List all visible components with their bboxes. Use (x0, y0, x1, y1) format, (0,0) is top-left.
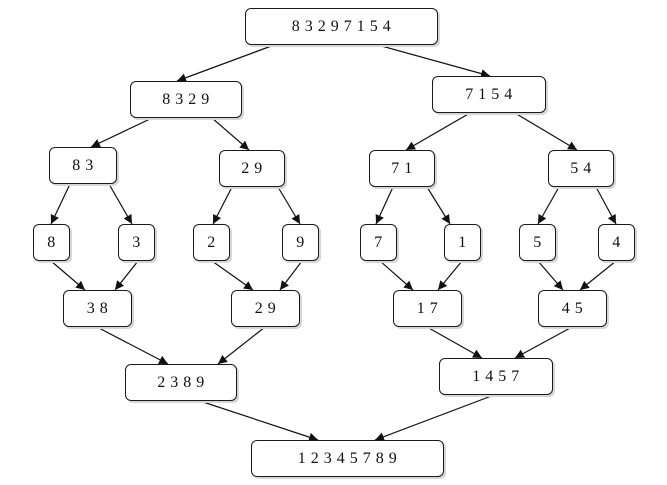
node-merged-38: 3 8 (63, 290, 132, 327)
arrow-right-half-to-pair-71 (405, 112, 471, 151)
arrow-root-to-left-half (176, 44, 275, 83)
arrow-merged-2389-to-final (199, 400, 319, 442)
node-merged-1457: 1 4 5 7 (439, 358, 553, 395)
arrow-pair-83-to-leaf-8 (50, 183, 71, 225)
node-leaf-2: 2 (193, 224, 230, 261)
arrow-pair-29-to-leaf-2 (212, 186, 233, 225)
node-leaf-9: 9 (282, 224, 319, 261)
arrow-merged-29-to-merged-2389 (217, 326, 266, 365)
arrow-left-half-to-pair-29 (211, 117, 250, 151)
arrow-pair-71-to-leaf-7 (375, 186, 394, 225)
arrow-pair-83-to-leaf-3 (108, 183, 133, 225)
arrow-leaf-4-to-merged-45 (579, 260, 617, 291)
node-leaf-8: 8 (33, 224, 70, 261)
node-root: 8 3 2 9 7 1 5 4 (245, 8, 438, 45)
arrow-leaf-1-to-merged-17 (437, 260, 463, 291)
arrow-pair-29-to-leaf-9 (277, 186, 301, 225)
node-merged-2389: 2 3 8 9 (125, 364, 237, 401)
arrow-pair-54-to-leaf-5 (537, 186, 560, 225)
node-left-right-pair: 2 9 (219, 150, 285, 187)
arrow-right-half-to-pair-54 (514, 112, 578, 151)
node-final-sorted: 1 2 3 4 5 7 8 9 (251, 440, 444, 477)
node-leaf-4: 4 (598, 224, 635, 261)
arrow-left-half-to-pair-83 (90, 117, 153, 148)
arrow-merged-1457-to-final (374, 394, 495, 442)
node-right-right-pair: 5 4 (548, 150, 614, 187)
node-merged-45: 4 5 (538, 290, 607, 327)
arrow-leaf-3-to-merged-38 (114, 260, 139, 291)
arrow-pair-71-to-leaf-1 (426, 186, 451, 225)
node-right-left-pair: 7 1 (369, 150, 435, 187)
arrow-leaf-7-to-merged-17 (379, 260, 414, 291)
node-leaf-1: 1 (444, 224, 481, 261)
arrow-root-to-right-half (377, 44, 491, 78)
arrow-leaf-9-to-merged-29 (279, 260, 303, 291)
arrow-pair-54-to-leaf-4 (595, 186, 617, 225)
node-merged-17: 1 7 (393, 290, 462, 327)
arrow-merged-45-to-merged-1457 (514, 326, 573, 359)
arrow-merged-38-to-merged-2389 (96, 326, 169, 365)
node-leaf-3: 3 (118, 224, 155, 261)
arrow-leaf-5-to-merged-45 (537, 260, 564, 291)
node-left-half: 8 3 2 9 (130, 81, 242, 118)
arrow-merged-17-to-merged-1457 (426, 326, 483, 359)
node-right-half: 7 1 5 4 (432, 76, 546, 113)
node-leaf-5: 5 (519, 224, 556, 261)
node-left-left-pair: 8 3 (49, 147, 117, 184)
node-leaf-7: 7 (360, 224, 397, 261)
node-merged-29: 2 9 (231, 290, 300, 327)
arrow-leaf-2-to-merged-29 (211, 260, 254, 291)
arrow-leaf-8-to-merged-38 (50, 260, 86, 291)
